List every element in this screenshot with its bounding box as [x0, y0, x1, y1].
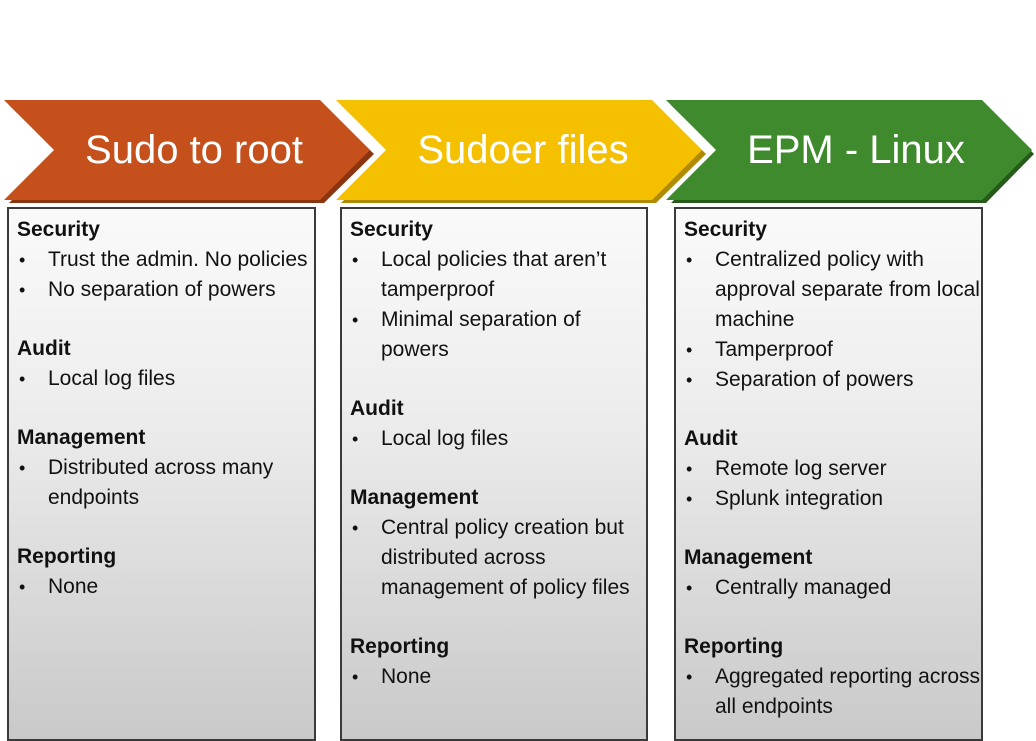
bullet-icon: • — [352, 667, 359, 687]
reporting-section: Reporting •None — [350, 632, 646, 692]
list-item: •Local policies that aren’t tamperproof — [350, 245, 646, 305]
management-section: Management •Distributed across many endp… — [17, 423, 314, 513]
list-item: •Minimal separation of powers — [350, 305, 646, 365]
security-section: Security •Centralized policy with approv… — [684, 215, 981, 395]
management-section: Management •Centrally managed — [684, 543, 981, 603]
reporting-section: Reporting •None — [17, 542, 314, 602]
management-section: Management •Central policy creation but … — [350, 483, 646, 603]
bullet-icon: • — [686, 667, 693, 687]
bullet-icon: • — [19, 280, 26, 300]
list-item: •Trust the admin. No policies — [17, 245, 314, 275]
list-item: •Distributed across many endpoints — [17, 453, 314, 513]
section-heading: Management — [684, 546, 813, 569]
security-section: Security •Local policies that aren’t tam… — [350, 215, 646, 365]
stage-chevron-sudoer-files: Sudoer files — [336, 100, 708, 204]
list-item: •None — [350, 662, 646, 692]
section-heading: Security — [684, 218, 767, 241]
chevron-arrow-shape — [666, 100, 1034, 203]
bullet-icon: • — [19, 577, 26, 597]
list-item: •Local log files — [350, 424, 646, 454]
reporting-section: Reporting •Aggregated reporting across a… — [684, 632, 981, 722]
bullet-icon: • — [19, 369, 26, 389]
bullet-icon: • — [19, 458, 26, 478]
section-heading: Audit — [350, 397, 404, 420]
audit-section: Audit •Local log files — [17, 334, 314, 394]
bullet-icon: • — [352, 518, 359, 538]
bullet-icon: • — [686, 578, 693, 598]
stage-title: EPM - Linux — [747, 128, 965, 172]
bullet-icon: • — [686, 250, 693, 270]
bullet-icon: • — [686, 459, 693, 479]
chevron-arrow-shape — [336, 100, 706, 203]
list-item: •Splunk integration — [684, 484, 981, 514]
section-heading: Audit — [17, 337, 71, 360]
stage-panel-epm-linux: Security •Centralized policy with approv… — [674, 207, 983, 741]
list-item: •Separation of powers — [684, 365, 981, 395]
list-item: •No separation of powers — [17, 275, 314, 305]
stage-title: Sudo to root — [85, 128, 303, 172]
stage-chevron-epm-linux: EPM - Linux — [666, 100, 1036, 204]
section-heading: Audit — [684, 427, 738, 450]
list-item: •None — [17, 572, 314, 602]
stage-title: Sudoer files — [417, 128, 629, 172]
list-item: •Tamperproof — [684, 335, 981, 365]
section-heading: Management — [350, 486, 479, 509]
section-heading: Security — [350, 218, 433, 241]
section-heading: Security — [17, 218, 100, 241]
list-item: •Central policy creation but distributed… — [350, 513, 646, 603]
list-item: •Remote log server — [684, 454, 981, 484]
bullet-icon: • — [352, 250, 359, 270]
section-heading: Reporting — [17, 545, 117, 568]
list-item: •Local log files — [17, 364, 314, 394]
bullet-icon: • — [19, 250, 26, 270]
list-item: •Aggregated reporting across all endpoin… — [684, 662, 981, 722]
bullet-icon: • — [686, 370, 693, 390]
bullet-icon: • — [686, 489, 693, 509]
bullet-icon: • — [352, 310, 359, 330]
list-item: •Centrally managed — [684, 573, 981, 603]
stage-panel-sudo-to-root: Security •Trust the admin. No policies •… — [7, 207, 316, 741]
audit-section: Audit •Local log files — [350, 394, 646, 454]
list-item: •Centralized policy with approval separa… — [684, 245, 981, 335]
bullet-icon: • — [686, 340, 693, 360]
security-section: Security •Trust the admin. No policies •… — [17, 215, 314, 305]
stage-panel-sudoer-files: Security •Local policies that aren’t tam… — [340, 207, 648, 741]
bullet-icon: • — [352, 429, 359, 449]
audit-section: Audit •Remote log server •Splunk integra… — [684, 424, 981, 514]
section-heading: Reporting — [350, 635, 450, 658]
section-heading: Reporting — [684, 635, 784, 658]
stage-chevron-sudo-to-root: Sudo to root — [4, 100, 376, 204]
chevron-arrow-shape — [4, 100, 374, 203]
section-heading: Management — [17, 426, 146, 449]
